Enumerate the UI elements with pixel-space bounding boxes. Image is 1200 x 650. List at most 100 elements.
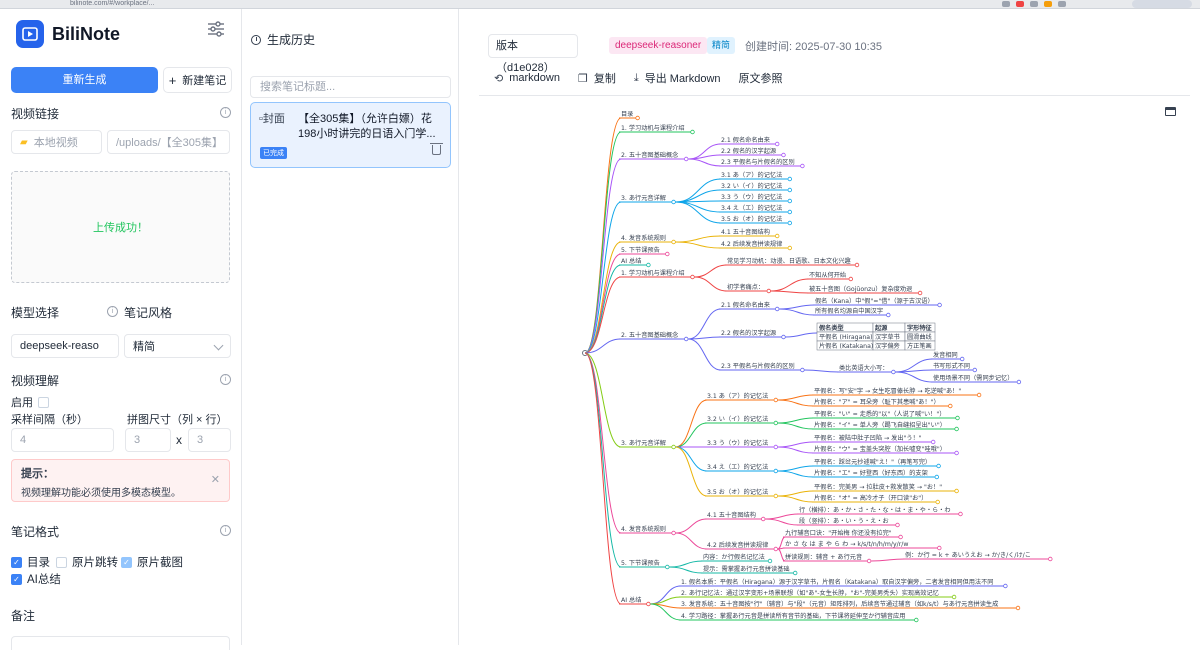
mindmap-collapse-dot[interactable]: [646, 262, 651, 268]
mindmap-node-label[interactable]: 1. 学习动机与课程介绍: [621, 124, 685, 132]
format-screenshot-option[interactable]: ✓ 原片截图: [121, 554, 183, 570]
mindmap-node-label[interactable]: 3.2 い（イ）的记忆法: [707, 415, 768, 423]
mindmap-node-label[interactable]: 2.1 假名命名由来: [721, 136, 770, 144]
check-icon[interactable]: ✓: [121, 556, 132, 568]
extension-icon[interactable]: [1044, 1, 1052, 7]
mindmap-collapse-dot[interactable]: [954, 426, 959, 432]
mindmap-node-label[interactable]: 片假名："エ" = 好登西（好东西）的支架: [814, 469, 928, 477]
mindmap-node-label[interactable]: 5. 下节课预告: [621, 246, 660, 254]
extension-icon[interactable]: [1058, 1, 1066, 7]
mindmap-node-label[interactable]: 3. あ行元音详解: [621, 194, 666, 202]
export-markdown-button[interactable]: ⤓导出 Markdown: [634, 70, 721, 86]
mindmap-collapse-dot[interactable]: [766, 288, 771, 294]
info-icon[interactable]: i: [220, 107, 231, 118]
mindmap-canvas[interactable]: 目录 1. 学习动机与课程介绍 2. 五十音图基础概念 2.1 假名命名由来 2.2 假…: [459, 9, 1200, 645]
version-select[interactable]: 版本（d1e028）: [488, 34, 578, 74]
mindmap-collapse-dot[interactable]: [886, 312, 891, 318]
enable-checkbox[interactable]: [38, 396, 49, 408]
mindmap-collapse-dot[interactable]: [931, 439, 936, 445]
model-select[interactable]: deepseek-reaso: [11, 334, 119, 358]
mindmap-node-label[interactable]: 所有假名均源自中国汉字: [815, 307, 883, 315]
mindmap-node-label[interactable]: 书写形式不同: [933, 362, 970, 370]
mindmap-node-label[interactable]: 2.3 平假名与片假名的区别: [721, 362, 795, 370]
mindmap-node-label[interactable]: AI 总结: [621, 257, 641, 265]
mindmap-node-label[interactable]: 2. 五十音图基础概念: [621, 151, 678, 159]
mindmap-collapse-dot[interactable]: [800, 163, 805, 169]
mindmap-collapse-dot[interactable]: [914, 617, 919, 623]
mindmap-collapse-dot[interactable]: [781, 334, 786, 340]
mindmap-node-label[interactable]: 九行辅音口诀："开始梅 你还没有拉完": [785, 529, 892, 537]
mindmap-node-label[interactable]: 3.3 う（ウ）的记忆法: [707, 439, 768, 447]
upload-dropzone[interactable]: 上传成功！: [11, 171, 230, 283]
mindmap-collapse-dot[interactable]: [866, 558, 872, 564]
mindmap-collapse-dot[interactable]: [781, 152, 786, 158]
mindmap-node-label[interactable]: 类比英语大小写：: [839, 364, 889, 372]
mindmap-collapse-dot[interactable]: [773, 420, 778, 426]
mindmap-node-label[interactable]: AI 总结: [621, 596, 641, 604]
format-ai-summary-option[interactable]: ✓ AI总结: [11, 571, 61, 587]
mindmap-node-label[interactable]: 段（竖排）：あ・い・う・え・お: [799, 517, 889, 525]
mindmap-node-label[interactable]: 平假名：踩岔元抄遽喊"え！"（再笔写完）: [814, 458, 931, 466]
mindmap-node-label[interactable]: 假名（Kana）中"假"="借"（源于古汉语）: [815, 297, 934, 305]
mindmap-node-label[interactable]: 3.3 う（ウ）的记忆法: [721, 193, 782, 201]
mindmap-node-label[interactable]: 常见学习动机：动漫、日语歌、日本文化兴趣: [727, 257, 851, 265]
format-jump-option[interactable]: 原片跳转: [56, 554, 118, 570]
mindmap-collapse-dot[interactable]: [800, 367, 805, 373]
summary-item[interactable]: 3. 发音系统：五十音图按"行"（辅音）与"段"（元音）矩阵排列，后续音节通过辅…: [681, 600, 998, 608]
video-source-select[interactable]: ▰ 本地视频: [11, 130, 102, 154]
mindmap-node-label[interactable]: 片假名："イ" = 单人旁（踢飞自缝招呈出"い"）: [814, 421, 946, 429]
mindmap-collapse-dot[interactable]: [935, 499, 940, 505]
mindmap-collapse-dot[interactable]: [775, 141, 780, 147]
mindmap-collapse-dot[interactable]: [671, 530, 676, 536]
mindmap-collapse-dot[interactable]: [775, 306, 780, 312]
mindmap-collapse-dot[interactable]: [683, 156, 689, 162]
mindmap-collapse-dot[interactable]: [891, 369, 896, 375]
mindmap-node-label[interactable]: 4.2 后续发音拼读规律: [707, 541, 768, 549]
mindmap-collapse-dot[interactable]: [646, 601, 651, 607]
mindmap-collapse-dot[interactable]: [690, 129, 695, 135]
mindmap-node-label[interactable]: 平假名："い" = 走悉的"以"（人说了喊"い！"）: [814, 410, 945, 418]
mindmap-collapse-dot[interactable]: [1015, 605, 1021, 611]
mindmap-node-label[interactable]: 4. 发音系统规则: [621, 525, 666, 533]
sample-interval-input[interactable]: 4: [11, 428, 114, 452]
mindmap-collapse-dot[interactable]: [1003, 583, 1008, 589]
mindmap-collapse-dot[interactable]: [854, 262, 860, 268]
checkbox[interactable]: [56, 556, 67, 568]
mindmap-collapse-dot[interactable]: [671, 199, 676, 205]
markdown-toggle[interactable]: ⟲markdown: [494, 72, 560, 85]
mindmap-node-label[interactable]: 3. あ行元音详解: [621, 439, 666, 447]
mindmap-node-label[interactable]: 被五十音图（Gojūonzu）复杂度劝退: [809, 285, 912, 293]
mindmap-node-label[interactable]: 目录: [621, 110, 633, 118]
remarks-input[interactable]: [11, 636, 230, 650]
mindmap-collapse-dot[interactable]: [690, 274, 695, 280]
mindmap-collapse-dot[interactable]: [793, 570, 798, 576]
mindmap-node-label[interactable]: 片假名："ア" = 耳朵旁（耻下其患喊"あ！"）: [814, 398, 940, 406]
mindmap-collapse-dot[interactable]: [937, 545, 942, 551]
mindmap-node-label[interactable]: 平假名：被陆中肚子凹陷 → 发出"う！": [814, 434, 922, 442]
mindmap-collapse-dot[interactable]: [951, 594, 957, 600]
mindmap-collapse-dot[interactable]: [955, 415, 960, 421]
history-item[interactable]: ▫封面 【全305集】（允许白嫖）花198小时讲完的日语入门学... 已完成: [250, 102, 451, 168]
mindmap-node-label[interactable]: 3.1 あ（ア）的记忆法: [721, 171, 782, 179]
check-icon[interactable]: ✓: [11, 573, 22, 585]
close-icon[interactable]: ✕: [210, 474, 220, 486]
trash-icon[interactable]: [430, 143, 443, 155]
mindmap-collapse-dot[interactable]: [671, 239, 676, 245]
mindmap-node-label[interactable]: 2.2 假名的汉字起源: [721, 147, 776, 155]
new-note-button[interactable]: + 新建笔记: [163, 67, 232, 93]
mindmap-collapse-dot[interactable]: [958, 511, 963, 517]
mindmap-node-label[interactable]: 内容：か行假名记忆法: [703, 553, 765, 561]
mindmap-node-label[interactable]: 片假名："ウ" = 宝盖头突腔（加长嘘变"哇哦"）: [814, 445, 946, 453]
mindmap-node-label[interactable]: 3.4 え（エ）的记忆法: [721, 204, 782, 212]
extension-icon[interactable]: [1030, 1, 1038, 7]
mindmap-node-label[interactable]: 3.1 あ（ア）的记忆法: [707, 392, 768, 400]
format-toc-option[interactable]: ✓ 目录: [11, 554, 50, 570]
reference-button[interactable]: 原文参照: [739, 70, 783, 86]
extension-icon[interactable]: [1016, 1, 1024, 7]
mindmap-node-label[interactable]: 不知从何开始: [809, 271, 846, 279]
mindmap-collapse-dot[interactable]: [665, 564, 670, 570]
mindmap-collapse-dot[interactable]: [787, 245, 792, 251]
mindmap-node-label[interactable]: 4.1 五十音图结构: [707, 511, 756, 519]
mindmap-node-label[interactable]: 3.5 お（オ）的记忆法: [721, 215, 782, 223]
grid-cols-input[interactable]: 3: [125, 428, 171, 452]
